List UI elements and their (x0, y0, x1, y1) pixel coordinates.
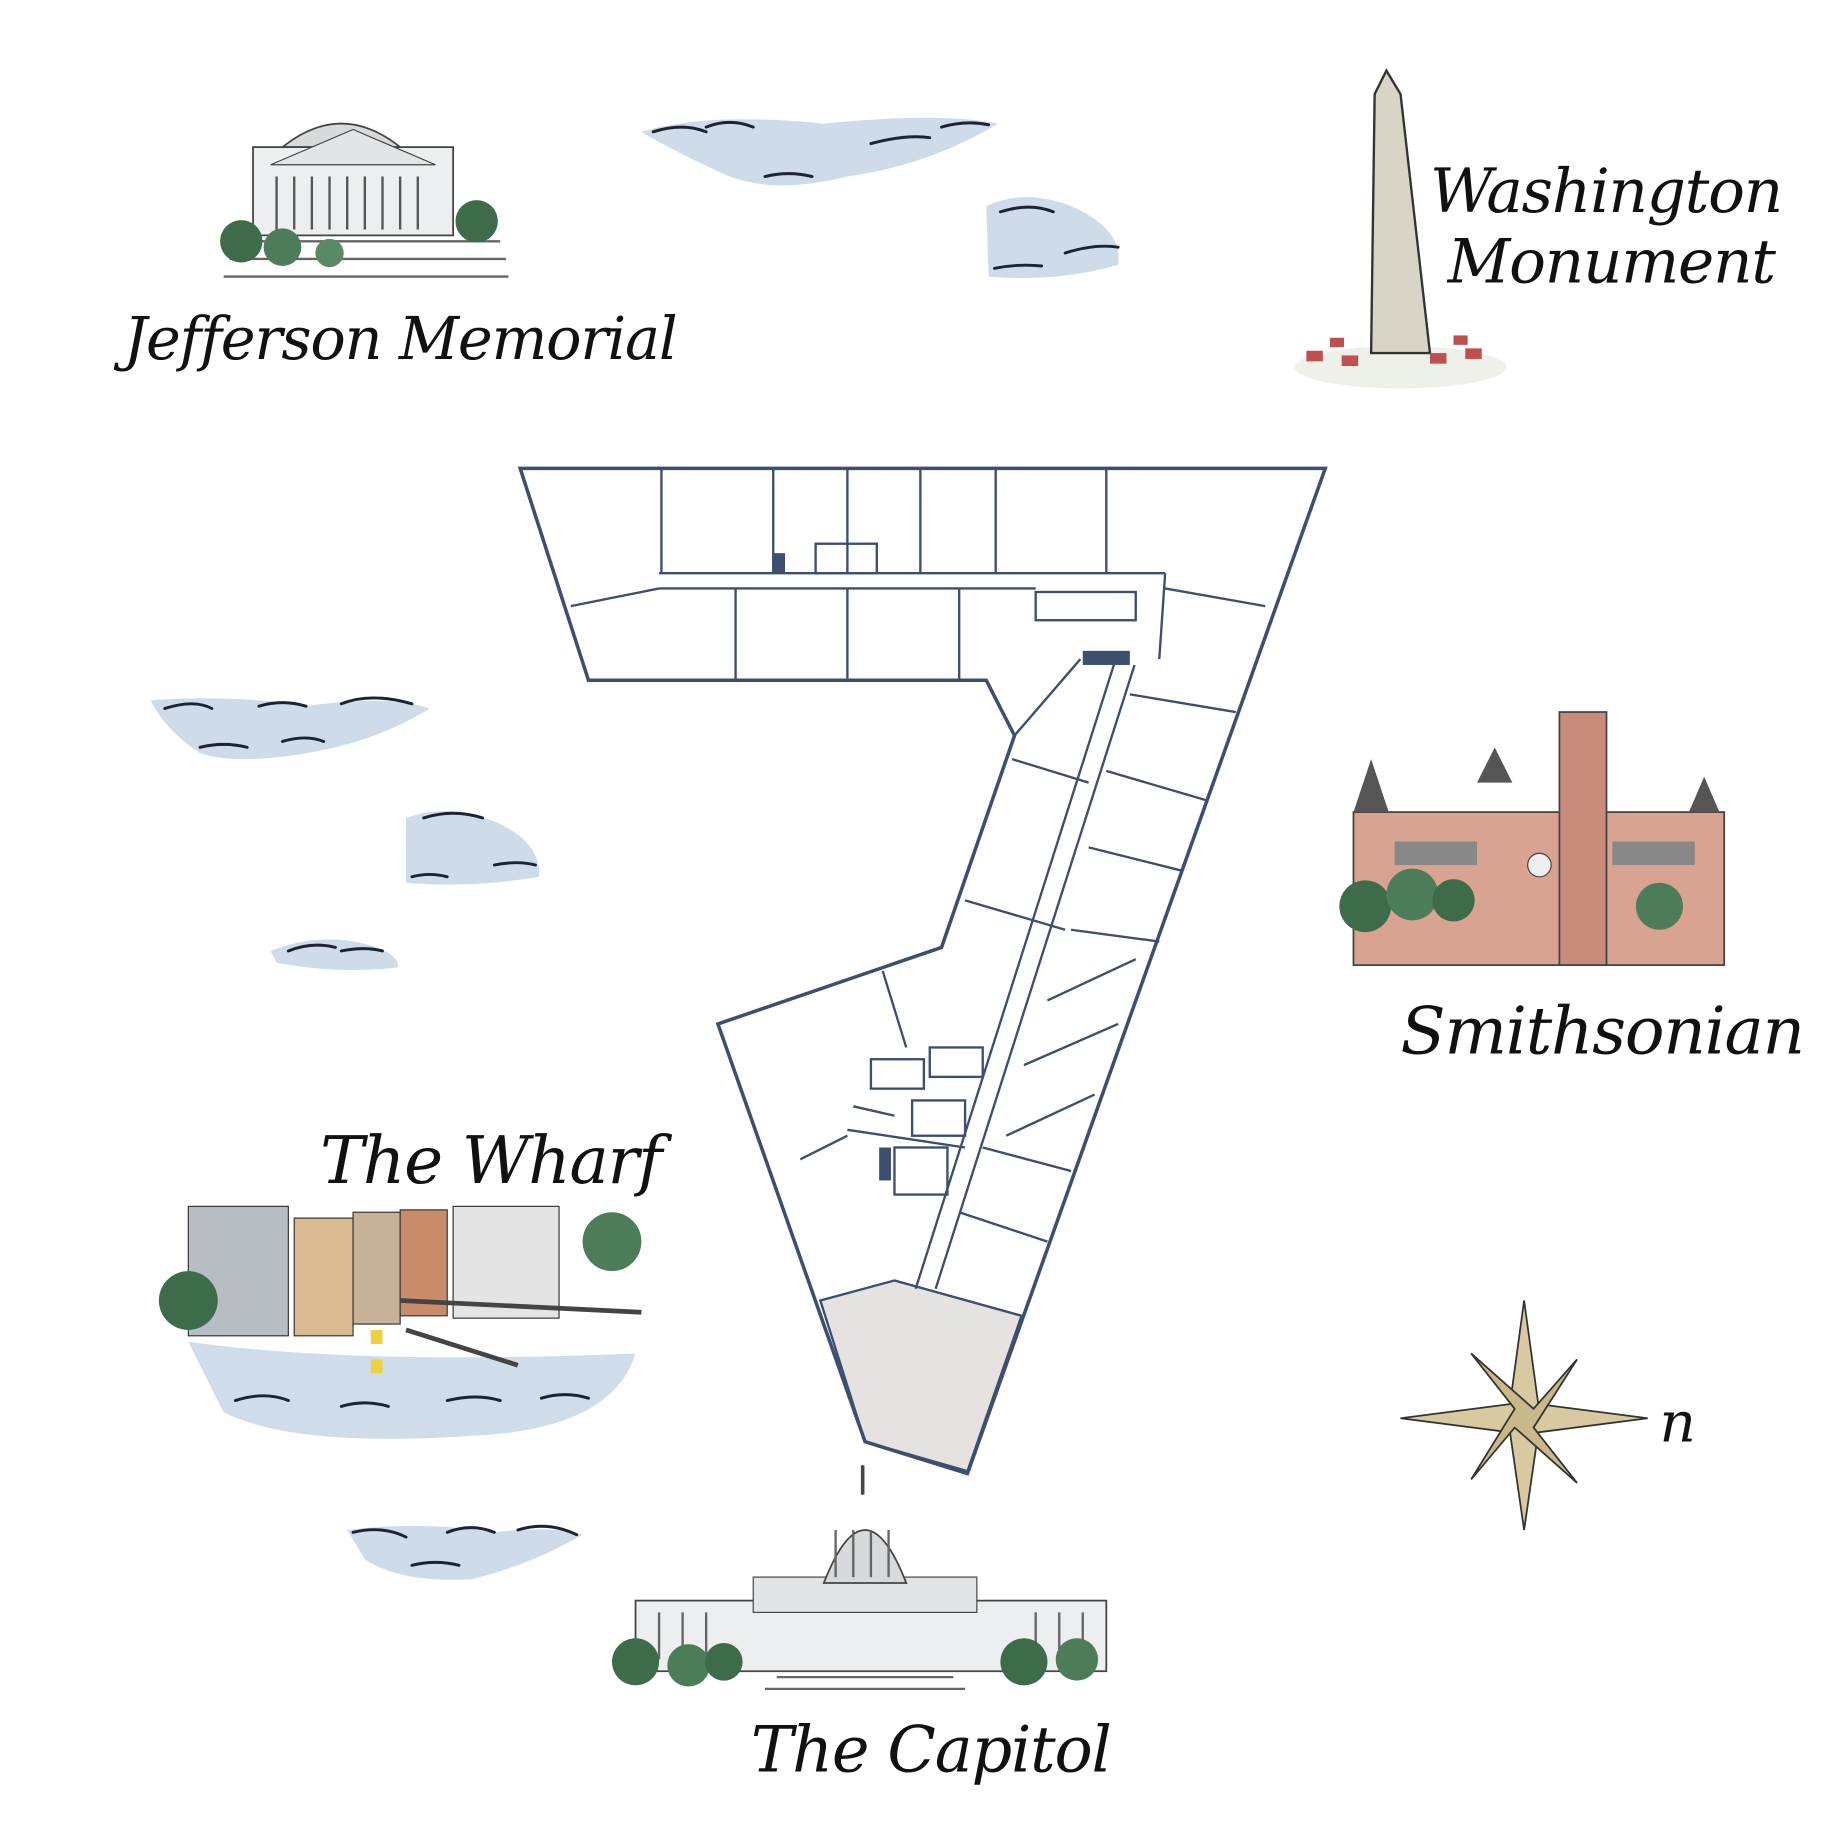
floor-plan (517, 466, 1328, 1476)
cloud-left-3 (270, 939, 398, 971)
label-the-capitol: The Capitol (751, 1712, 1111, 1786)
compass-rose-icon (1400, 1300, 1648, 1531)
cloud-top (641, 117, 999, 186)
cloud-top-right (986, 197, 1120, 279)
washington-monument-illustration (1294, 68, 1507, 389)
label-jefferson-memorial: Jefferson Memorial (114, 304, 677, 373)
label-washington: Washington (1430, 156, 1782, 227)
label-smithsonian: Smithsonian (1401, 992, 1804, 1069)
label-monument: Monument (1447, 226, 1777, 297)
cloud-left-1 (150, 696, 430, 760)
cloud-bottom-left (347, 1524, 583, 1580)
highlighted-suite[interactable] (818, 1279, 1024, 1473)
wharf-illustration (158, 1205, 642, 1439)
building-outline (517, 466, 1328, 1476)
compass-north-label: n (1659, 1391, 1694, 1456)
capitol-illustration (612, 1465, 1108, 1691)
smithsonian-illustration (1339, 711, 1726, 966)
label-the-wharf: The Wharf (320, 1122, 673, 1199)
cloud-left-2 (406, 811, 540, 885)
jefferson-memorial-illustration (220, 122, 509, 278)
